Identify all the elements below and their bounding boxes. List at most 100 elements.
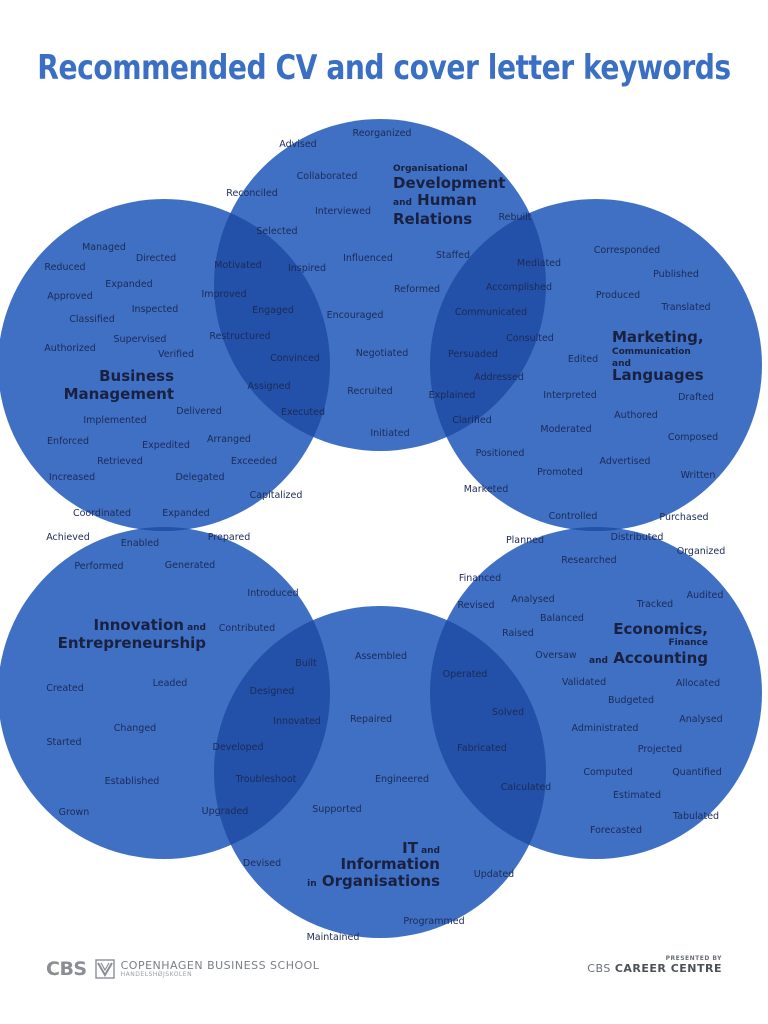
keyword: Leaded: [153, 678, 188, 689]
keyword: Allocated: [676, 678, 720, 689]
cbs-emblem-icon: [94, 959, 115, 979]
keyword: Promoted: [537, 467, 583, 478]
keyword: Influenced: [343, 253, 393, 264]
keyword: Supported: [312, 804, 361, 815]
group-header-line: Development: [393, 174, 505, 192]
keyword: Corresponded: [594, 245, 660, 256]
keyword: Restructured: [209, 331, 270, 342]
keyword: Implemented: [83, 415, 146, 426]
keyword: Financed: [459, 573, 501, 584]
keyword: Addressed: [474, 372, 524, 383]
keyword: Validated: [562, 677, 606, 688]
keyword: Calculated: [501, 782, 551, 793]
group-header-word: Entrepreneurship: [58, 634, 207, 652]
school-name: COPENHAGEN BUSINESS SCHOOL: [120, 959, 320, 973]
group-header-word: Finance: [668, 638, 708, 648]
group-header-word: Accounting: [608, 649, 708, 667]
group-header-line: Information: [340, 855, 440, 873]
keyword: Mediated: [517, 258, 561, 269]
keyword: Forecasted: [590, 825, 642, 836]
group-header-line: Economics,: [613, 620, 708, 638]
keyword: Audited: [687, 590, 724, 601]
keyword: Upgraded: [202, 806, 249, 817]
keyword: Established: [105, 776, 160, 787]
keyword: Advised: [279, 139, 316, 150]
keyword: Interviewed: [315, 206, 371, 217]
keyword: Created: [46, 683, 84, 694]
keywords-overlap-org-marketing: MediatedAccomplishedCommunicatedConsulte…: [429, 258, 561, 426]
keywords-it: AssembledRepairedEngineeredSupportedDevi…: [243, 651, 514, 943]
keyword: Enforced: [47, 436, 89, 447]
keyword: Improved: [201, 289, 246, 300]
page-title: Recommended CV and cover letter keywords: [37, 48, 731, 88]
keyword: Developed: [213, 742, 264, 753]
keyword: Purchased: [659, 512, 708, 523]
keyword: Executed: [281, 407, 325, 418]
keyword: Assembled: [355, 651, 407, 662]
keyword: Expedited: [142, 440, 190, 451]
group-header-line: Languages: [612, 366, 704, 384]
group-header-line: Marketing,: [612, 328, 704, 346]
keyword: Composed: [668, 432, 718, 443]
keyword: Performed: [74, 561, 123, 572]
cbs-footer-branding: CBS COPENHAGEN BUSINESS SCHOOL HANDELSHØ…: [46, 958, 319, 980]
group-header-word: and: [418, 846, 440, 856]
keyword: Positioned: [476, 448, 525, 459]
group-header-word: and: [589, 656, 608, 666]
group-header-line: Relations: [393, 210, 472, 228]
keywords-business-mgmt: ManagedDirectedReducedExpandedApprovedIn…: [44, 242, 302, 501]
keyword: Updated: [474, 869, 514, 880]
keywords-marketing: CorrespondedPublishedProducedTranslatedE…: [464, 245, 718, 495]
keyword: Consulted: [506, 333, 554, 344]
keyword: Inspected: [132, 304, 178, 315]
keyword: Balanced: [540, 613, 584, 624]
keyword: Operated: [443, 669, 488, 680]
keyword: Computed: [583, 767, 632, 778]
group-header-line: Business: [99, 367, 174, 385]
keyword: Expanded: [105, 279, 152, 290]
keyword: Clarified: [452, 415, 492, 426]
keyword: Drafted: [678, 392, 714, 403]
keyword: Assigned: [248, 381, 291, 392]
group-header-word: Management: [64, 385, 174, 403]
group-header-line: in Organisations: [307, 872, 440, 890]
keyword: Programmed: [403, 916, 464, 927]
keyword: Verified: [158, 349, 194, 360]
keyword: Introduced: [247, 588, 298, 599]
group-header-word: and: [184, 623, 206, 633]
keyword: Initiated: [370, 428, 409, 439]
group-header-word: in: [307, 879, 317, 889]
career-centre-prefix: CBS: [587, 961, 611, 975]
group-header-line: Organisational: [393, 164, 468, 174]
keyword: Directed: [136, 253, 176, 264]
keyword: Prepared: [208, 532, 251, 543]
keyword: Negotiated: [356, 348, 409, 359]
keywords-overlap-innovation-it: BuiltDesignedInnovatedDevelopedTroublesh…: [202, 658, 321, 817]
keyword: Tracked: [636, 599, 673, 610]
keyword: Advertised: [600, 456, 651, 467]
keyword: Written: [681, 470, 716, 481]
group-header-line: Communication: [612, 347, 691, 357]
keyword: Contributed: [219, 623, 275, 634]
group-header-word: Information: [340, 855, 440, 873]
keyword: Built: [295, 658, 317, 669]
keyword: Projected: [638, 744, 682, 755]
keyword: Researched: [561, 555, 616, 566]
keyword: Tabulated: [672, 811, 719, 822]
keyword: Enabled: [121, 538, 159, 549]
keyword: Delivered: [176, 406, 221, 417]
keyword: Inspired: [288, 263, 326, 274]
keyword: Troubleshoot: [235, 774, 297, 785]
group-header-word: Business: [99, 367, 174, 385]
keyword: Persuaded: [448, 349, 498, 360]
group-header-word: Human: [412, 191, 477, 209]
keyword: Classified: [69, 314, 115, 325]
keyword: Solved: [492, 707, 524, 718]
group-header-word: Organisational: [393, 164, 468, 174]
keyword: Capitalized: [250, 490, 303, 501]
keywords-overlap-org-business: MotivatedImprovedEngagedRestructuredConv…: [201, 260, 325, 418]
keyword: Estimated: [613, 790, 661, 801]
